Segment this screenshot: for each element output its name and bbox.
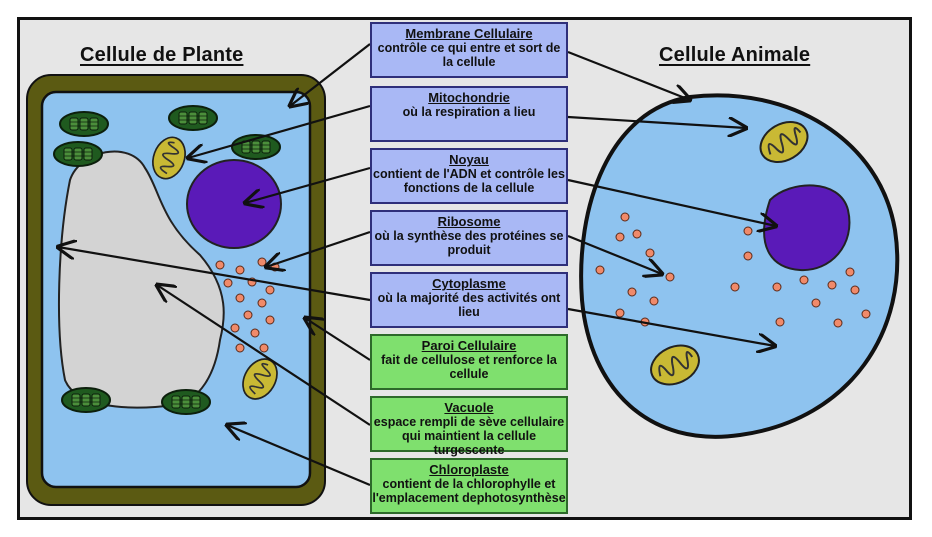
animal-cell-title: Cellule Animale [659,44,811,66]
label-ribosome: Ribosome où la synthèse des protéines se… [370,210,568,266]
label-cell-wall: Paroi Cellulaire fait de cellulose et re… [370,334,568,390]
label-vacuole: Vacuole espace rempli de sève cellulaire… [370,396,568,457]
label-mitochondria: Mitochondrie où la respiration a lieu [370,86,568,142]
label-description: espace rempli de sève cellulaire qui mai… [373,415,565,457]
label-heading: Mitochondrie [428,90,510,105]
plant-cell-title: Cellule de Plante [80,44,244,66]
label-heading: Cytoplasme [432,276,506,291]
label-description: où la majorité des activités ont lieu [377,291,561,319]
label-description: contient de l'ADN et contrôle les foncti… [373,167,565,195]
label-nucleus: Noyau contient de l'ADN et contrôle les … [370,148,568,204]
label-heading: Membrane Cellulaire [405,26,533,41]
animal-nucleus [763,184,851,272]
label-chloroplast: Chloroplaste contient de la chlorophylle… [370,458,568,514]
label-description: contient de la chlorophylle et l'emplace… [372,477,566,505]
animal-ribosomes [595,212,871,328]
label-heading: Noyau [449,152,489,167]
label-description: fait de cellulose et renforce la cellule [381,353,557,381]
label-heading: Chloroplaste [429,462,509,477]
animal-cell [579,93,900,439]
plant-chloroplast [53,141,103,167]
label-heading: Ribosome [437,214,501,229]
label-cell-membrane: Membrane Cellulaire contrôle ce qui entr… [370,22,568,78]
plant-nucleus [186,159,282,249]
label-heading: Vacuole [444,400,494,415]
label-cytoplasm: Cytoplasme où la majorité des activités … [370,272,568,328]
plant-chloroplast [59,111,109,137]
plant-chloroplast [168,105,218,131]
plant-chloroplast [161,389,211,415]
label-heading: Paroi Cellulaire [421,338,517,353]
label-description: où la respiration a lieu [402,105,536,119]
label-description: où la synthèse des protéines se produit [374,229,564,257]
label-description: contrôle ce qui entre et sort de la cell… [377,41,561,69]
leader-arrows [58,43,776,487]
plant-chloroplast [61,387,111,413]
plant-vacuole [57,150,225,409]
